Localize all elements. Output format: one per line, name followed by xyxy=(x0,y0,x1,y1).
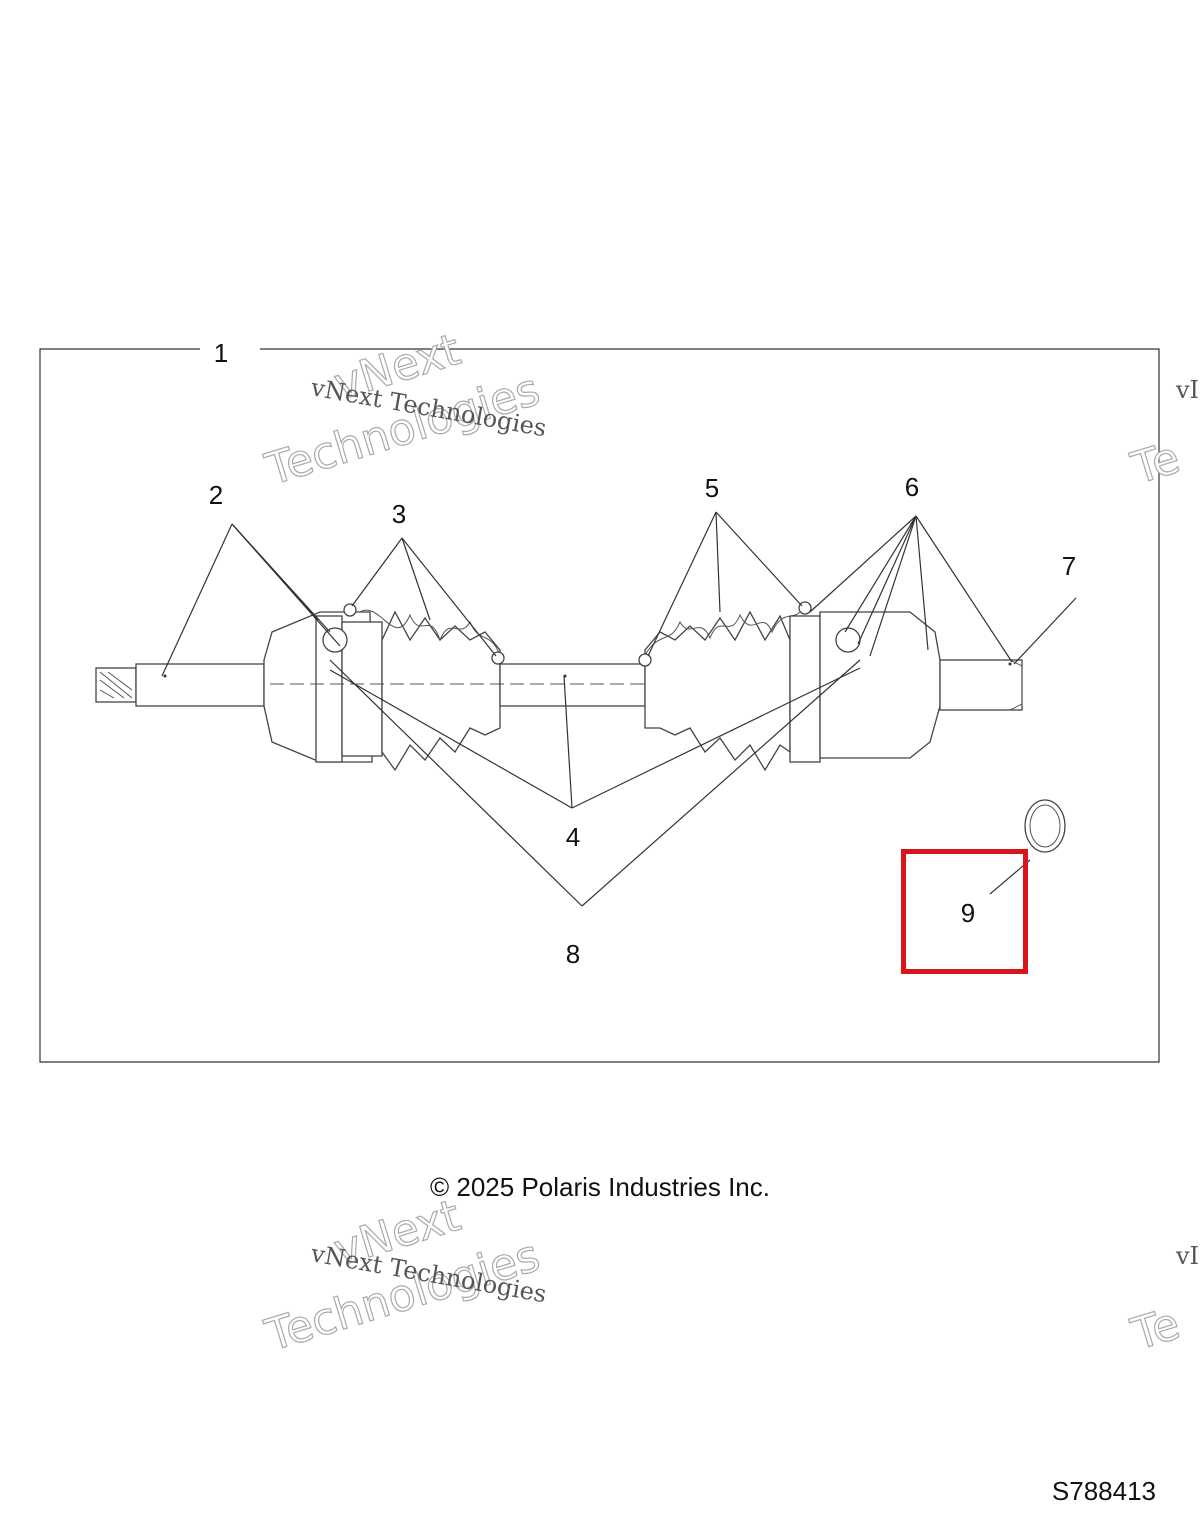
copyright-text: © 2025 Polaris Industries Inc. xyxy=(430,1172,770,1202)
watermark-lower: vNext Technologies vNext Technologies vI… xyxy=(259,1190,1199,1363)
axle-shaft-drawing xyxy=(95,601,1023,772)
callout-9[interactable]: 9 xyxy=(961,898,975,928)
assembly-frame xyxy=(39,348,1160,1063)
callout-1[interactable]: 1 xyxy=(214,338,228,368)
watermark-upper: vNext Technologies vNext Technologies vI… xyxy=(259,324,1199,497)
drawing-number: S788413 xyxy=(1052,1476,1156,1506)
callout-5[interactable]: 5 xyxy=(705,473,719,503)
callout-2[interactable]: 2 xyxy=(209,480,223,510)
svg-text:Te: Te xyxy=(1125,1298,1185,1361)
callouts: 1 2 3 5 6 7 4 8 9 xyxy=(209,338,1076,969)
callout-6[interactable]: 6 xyxy=(905,472,919,502)
highlight-box xyxy=(901,849,1028,974)
leader-lines xyxy=(161,511,1077,907)
callout-3[interactable]: 3 xyxy=(392,499,406,529)
callout-4[interactable]: 4 xyxy=(566,822,580,852)
callout-7[interactable]: 7 xyxy=(1062,551,1076,581)
svg-text:vI: vI xyxy=(1175,376,1199,404)
callout-8[interactable]: 8 xyxy=(566,939,580,969)
svg-text:Te: Te xyxy=(1125,432,1185,495)
o-ring-part xyxy=(1024,799,1066,853)
svg-text:vI: vI xyxy=(1175,1242,1199,1270)
